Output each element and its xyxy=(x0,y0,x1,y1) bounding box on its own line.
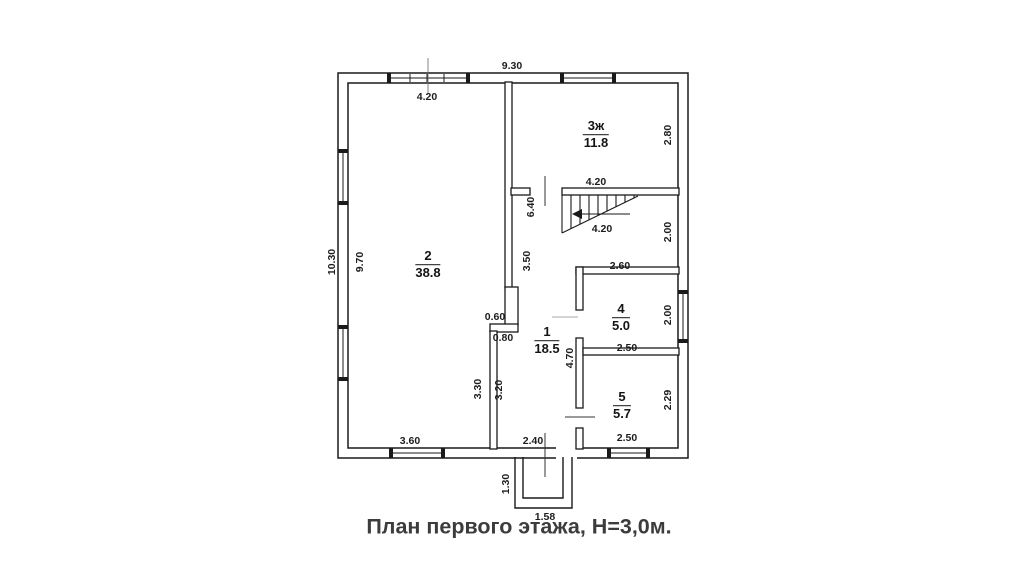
dimension-label: 1.58 xyxy=(534,511,556,523)
room-label-1: 1 18.5 xyxy=(534,324,560,357)
door-marks xyxy=(427,58,595,477)
room-number: 1 xyxy=(534,324,560,342)
dimension-label: 4.20 xyxy=(416,91,438,103)
plan-caption: План первого этажа, Н=3,0м. xyxy=(366,514,672,539)
dimension-label: 9.70 xyxy=(354,251,366,273)
room-number: 2 xyxy=(415,248,441,266)
dimension-label: 2.29 xyxy=(662,389,674,411)
interior-walls xyxy=(489,81,680,450)
room-label-5: 5 5.7 xyxy=(612,389,632,422)
room-number: 4 xyxy=(611,301,631,319)
room-area: 11.8 xyxy=(583,135,609,151)
dimension-label: 2.40 xyxy=(522,435,544,447)
dimension-label: 10.30 xyxy=(326,248,338,276)
room-area: 18.5 xyxy=(534,341,560,357)
room-area: 38.8 xyxy=(415,265,441,281)
room-number: 3ж xyxy=(582,118,610,136)
room-number: 5 xyxy=(612,389,632,407)
dimension-label: 4.20 xyxy=(585,176,607,188)
dimension-label: 3.20 xyxy=(493,379,505,401)
dimension-label: 2.80 xyxy=(662,124,674,146)
dimension-label: 9.30 xyxy=(501,60,523,72)
room-label-3zh: 3ж 11.8 xyxy=(582,118,610,151)
dimension-label: 1.30 xyxy=(500,473,512,495)
room-label-4: 4 5.0 xyxy=(611,301,631,334)
dimension-label: 2.00 xyxy=(662,221,674,243)
room-area: 5.0 xyxy=(611,318,631,334)
dimension-label: 6.40 xyxy=(525,196,537,218)
windows xyxy=(338,73,688,458)
dimension-label: 2.50 xyxy=(616,432,638,444)
dimension-label: 3.30 xyxy=(472,378,484,400)
dimension-label: 2.50 xyxy=(616,342,638,354)
room-label-2: 2 38.8 xyxy=(415,248,441,281)
dimension-label: 4.70 xyxy=(564,347,576,369)
dimension-label: 2.60 xyxy=(609,260,631,272)
porch xyxy=(514,457,573,509)
dimension-label: 0.80 xyxy=(492,332,514,344)
stairs xyxy=(561,195,639,234)
outer-walls xyxy=(337,72,689,459)
dimension-label: 4.20 xyxy=(591,223,613,235)
room-area: 5.7 xyxy=(612,406,632,422)
dimension-label: 0.60 xyxy=(484,311,506,323)
dimension-label: 3.60 xyxy=(399,435,421,447)
dimension-label: 3.50 xyxy=(521,250,533,272)
dimension-label: 2.00 xyxy=(662,304,674,326)
